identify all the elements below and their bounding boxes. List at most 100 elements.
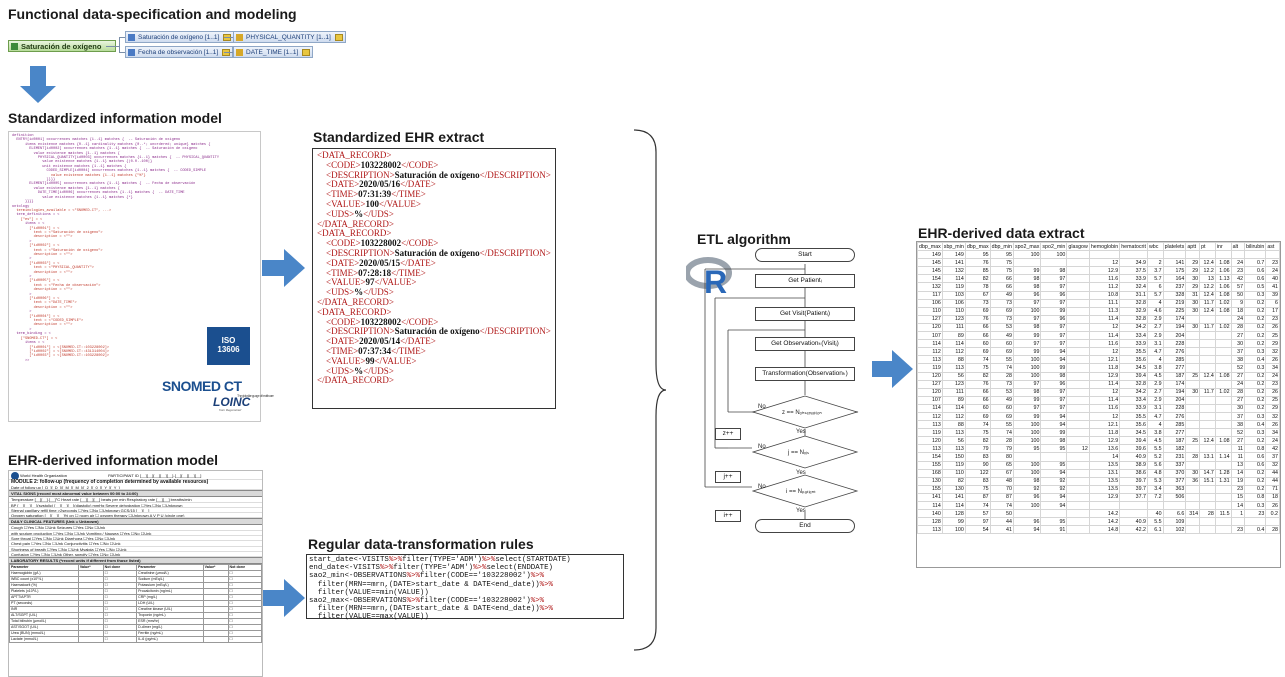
data-cell: 11.7 xyxy=(1199,298,1216,308)
xml-value: Saturación de oxígeno xyxy=(394,169,480,180)
data-cell: 97 xyxy=(1040,298,1068,308)
xml-line: <UDS>%</UDS> xyxy=(317,287,551,298)
data-cell: 28 xyxy=(1230,387,1246,397)
data-column-header: sbp_min xyxy=(941,242,966,252)
spec-child-label: Saturación de oxígeno [1..1] xyxy=(138,34,220,41)
data-cell: 26 xyxy=(1265,420,1280,430)
data-cell: 39.4 xyxy=(1119,371,1148,381)
data-cell: 52 xyxy=(1230,428,1246,438)
data-cell: 168 xyxy=(917,468,943,478)
data-cell: 277 xyxy=(1162,363,1187,373)
data-cell: 88 xyxy=(941,355,966,365)
data-cell: 237 xyxy=(1162,282,1187,292)
archetype-line: text = <"Saturación de oxígeno"> xyxy=(12,230,103,235)
data-cell: 11.7 xyxy=(1199,387,1216,397)
spec-type-node[interactable]: PHYSICAL_QUANTITY [1..1] xyxy=(233,31,346,43)
data-cell: 38 xyxy=(1230,420,1246,430)
data-cell: 110 xyxy=(941,468,966,478)
xml-line: <TIME>07:31:39</TIME> xyxy=(317,189,551,200)
data-cell: 83 xyxy=(964,476,991,486)
data-cell: 0.2 xyxy=(1244,306,1267,316)
data-cell: 0.6 xyxy=(1244,266,1267,276)
data-cell xyxy=(1040,452,1068,462)
data-cell: 5.7 xyxy=(1146,274,1164,284)
data-cell: 75 xyxy=(964,428,991,438)
data-cell: 73 xyxy=(964,298,991,308)
data-cell: 60 xyxy=(964,403,991,413)
data-cell: 2 xyxy=(1146,258,1164,268)
spec-root-node[interactable]: Saturación de oxígeno xyxy=(8,40,117,52)
data-cell: 0.3 xyxy=(1244,363,1267,373)
data-cell: 328 xyxy=(1162,290,1187,300)
data-cell xyxy=(1066,411,1090,422)
crf-lab-row: Haematocrit (%)☐Potassium (mEq/L)☐ xyxy=(9,582,262,590)
data-cell xyxy=(1119,500,1148,511)
data-cell: 112 xyxy=(941,411,966,422)
data-cell: 100 xyxy=(1012,306,1042,316)
data-cell xyxy=(1214,339,1232,349)
data-cell: 98 xyxy=(1012,387,1042,397)
data-cell: 95 xyxy=(1040,460,1068,470)
brace-icon xyxy=(633,129,667,651)
data-cell: 79 xyxy=(964,444,991,454)
spec-child-node[interactable]: Fecha de observación [1..1] xyxy=(125,46,234,58)
data-cell: 85 xyxy=(964,266,991,276)
crf-clinical-line: with sputum production ☐Yes ☐No ☐Unk Vom… xyxy=(9,531,262,537)
code-line: filter(MRN==mrn,(DATE>start_date & DATE<… xyxy=(309,581,621,589)
xml-tag: <DATE> xyxy=(326,257,360,268)
data-cell: 11.7 xyxy=(1199,322,1216,333)
edit-icon[interactable] xyxy=(302,49,311,56)
archetype-line: ["id0003"] = < xyxy=(12,261,60,266)
data-cell xyxy=(1162,500,1187,511)
data-cell: 24 xyxy=(1230,258,1246,268)
data-cell: 100 xyxy=(1012,371,1042,381)
archetype-line: > xyxy=(12,257,32,262)
element-icon xyxy=(128,34,135,41)
data-cell: 0.6 xyxy=(1244,274,1267,284)
decision-z: z == Nₒₕₛₑᵣᵥₐₜᵢₒₙ xyxy=(782,410,822,416)
data-cell: 97 xyxy=(1040,395,1068,405)
xml-tag: </TIME> xyxy=(391,267,426,278)
data-cell: 39.4 xyxy=(1119,436,1148,446)
data-cell: 123 xyxy=(941,314,966,324)
data-cell: 99 xyxy=(1012,395,1042,405)
label-no: No xyxy=(758,444,766,450)
xml-tag: <DESCRIPTION> xyxy=(326,326,395,337)
data-cell: 0.8 xyxy=(1244,444,1267,454)
data-cell: 40.9 xyxy=(1119,517,1148,527)
data-cell: 23 xyxy=(1265,379,1280,389)
data-cell: 106 xyxy=(941,298,966,308)
archetype-line: items existence matches {0..1} cardinali… xyxy=(12,142,211,147)
data-cell: 23 xyxy=(1230,525,1246,535)
connector xyxy=(224,52,233,53)
archetype-line: value existence matches {1..1} matches { xyxy=(12,151,120,156)
crf-participant-id: PARTICIPANT ID [__][__][__][__][__]-[__]… xyxy=(108,473,202,478)
data-cell xyxy=(1214,314,1232,324)
xml-value: 07:37:34 xyxy=(358,345,392,356)
xml-tag: </VALUE> xyxy=(374,277,417,288)
edit-icon[interactable] xyxy=(334,34,343,41)
data-cell: 0.4 xyxy=(1244,525,1267,535)
data-cell: 0.2 xyxy=(1244,298,1267,308)
xml-tag: <CODE> xyxy=(326,238,361,249)
crf-vital-line: Sternal capillary refill time >2seconds … xyxy=(9,508,262,514)
loinc-logo: LOINC from Regenstrief xyxy=(213,395,250,412)
data-cell: 12.2 xyxy=(1199,282,1216,292)
data-cell: 87 xyxy=(989,492,1014,503)
data-cell xyxy=(1214,420,1232,430)
data-cell: 5.3 xyxy=(1146,476,1164,486)
datatype-icon xyxy=(236,49,243,56)
data-cell: 0.2 xyxy=(1244,484,1267,494)
spec-child-node[interactable]: Saturación de oxígeno [1..1] xyxy=(125,31,235,43)
data-cell: 0.2 xyxy=(1244,436,1267,446)
data-cell: 113 xyxy=(917,420,943,430)
spec-type-node[interactable]: DATE_TIME [1..1] xyxy=(233,46,314,58)
iso-logo-line1: ISO xyxy=(221,336,236,345)
data-cell: 87 xyxy=(964,492,991,503)
data-cell xyxy=(1040,258,1068,268)
archetype-line: ["es"] = < xyxy=(12,217,43,222)
data-cell: 24 xyxy=(1265,371,1280,381)
